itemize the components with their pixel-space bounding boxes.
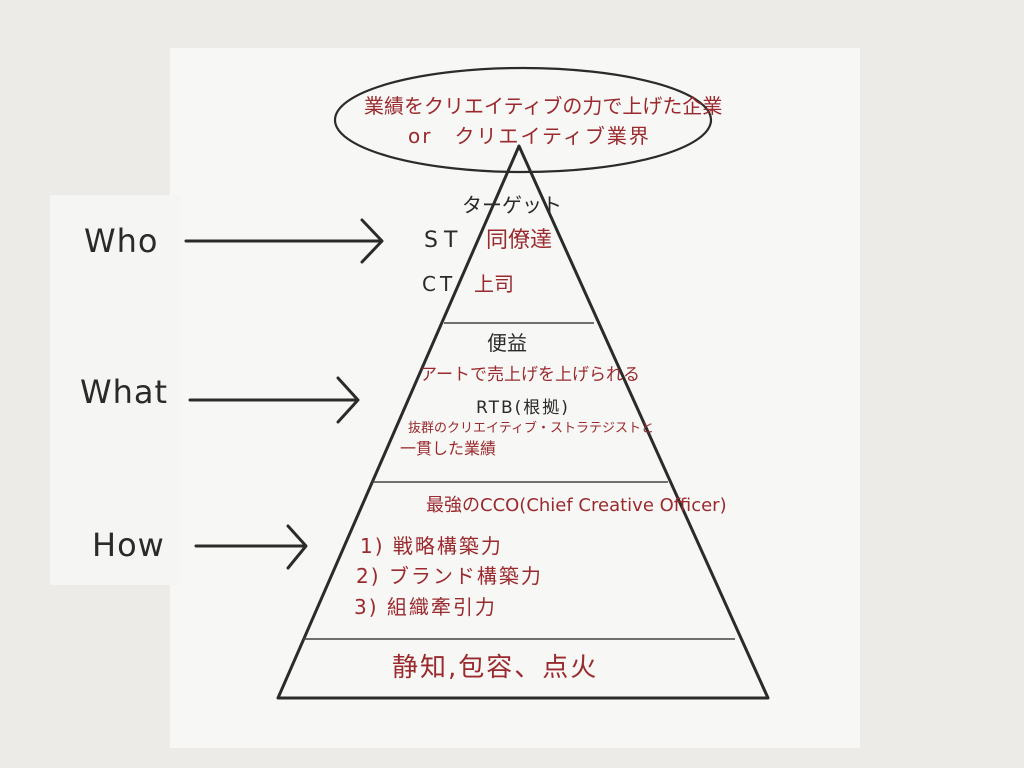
tier3-item-3: 3) 組織牽引力: [354, 595, 497, 619]
tier2-heading: 便益: [487, 331, 527, 355]
tier2-rtb: RTB(根拠): [476, 398, 570, 418]
tier3-item-1: 1) 戦略構築力: [360, 534, 503, 558]
arrow-who: [184, 218, 384, 264]
arrow-what: [188, 376, 360, 424]
tier3-heading: 最強のCCO(Chief Creative Officer): [426, 495, 727, 516]
tier2-benefit: アートで売上げを上げられる: [420, 365, 640, 385]
paper-sheet-left: [50, 195, 180, 585]
apex-line-2: or クリエイティブ業界: [408, 124, 651, 148]
pyramid-outline: [276, 144, 770, 700]
tier1-ct-label: CT: [422, 272, 457, 296]
tier4-text: 静知,包容、点火: [392, 653, 599, 683]
tier2-rtb-line-1: 抜群のクリエイティブ・ストラテジストと: [408, 421, 654, 436]
paper-sheet: [170, 48, 860, 748]
label-what: What: [80, 373, 169, 411]
apex-ellipse: [333, 66, 713, 174]
apex-line-1: 業績をクリエイティブの力で上げた企業: [364, 94, 723, 118]
tier1-st-value: 同僚達: [486, 228, 553, 253]
tier1-ct-value: 上司: [474, 272, 514, 296]
tier2-rtb-line-2: 一貫した業績: [400, 439, 497, 458]
tier3-item-2: 2) ブランド構築力: [356, 564, 543, 588]
label-how: How: [92, 526, 165, 564]
label-who: Who: [84, 222, 159, 260]
tier1-st-label: ST: [424, 228, 464, 253]
arrow-how: [194, 524, 308, 570]
tier1-heading: ターゲット: [462, 193, 562, 217]
